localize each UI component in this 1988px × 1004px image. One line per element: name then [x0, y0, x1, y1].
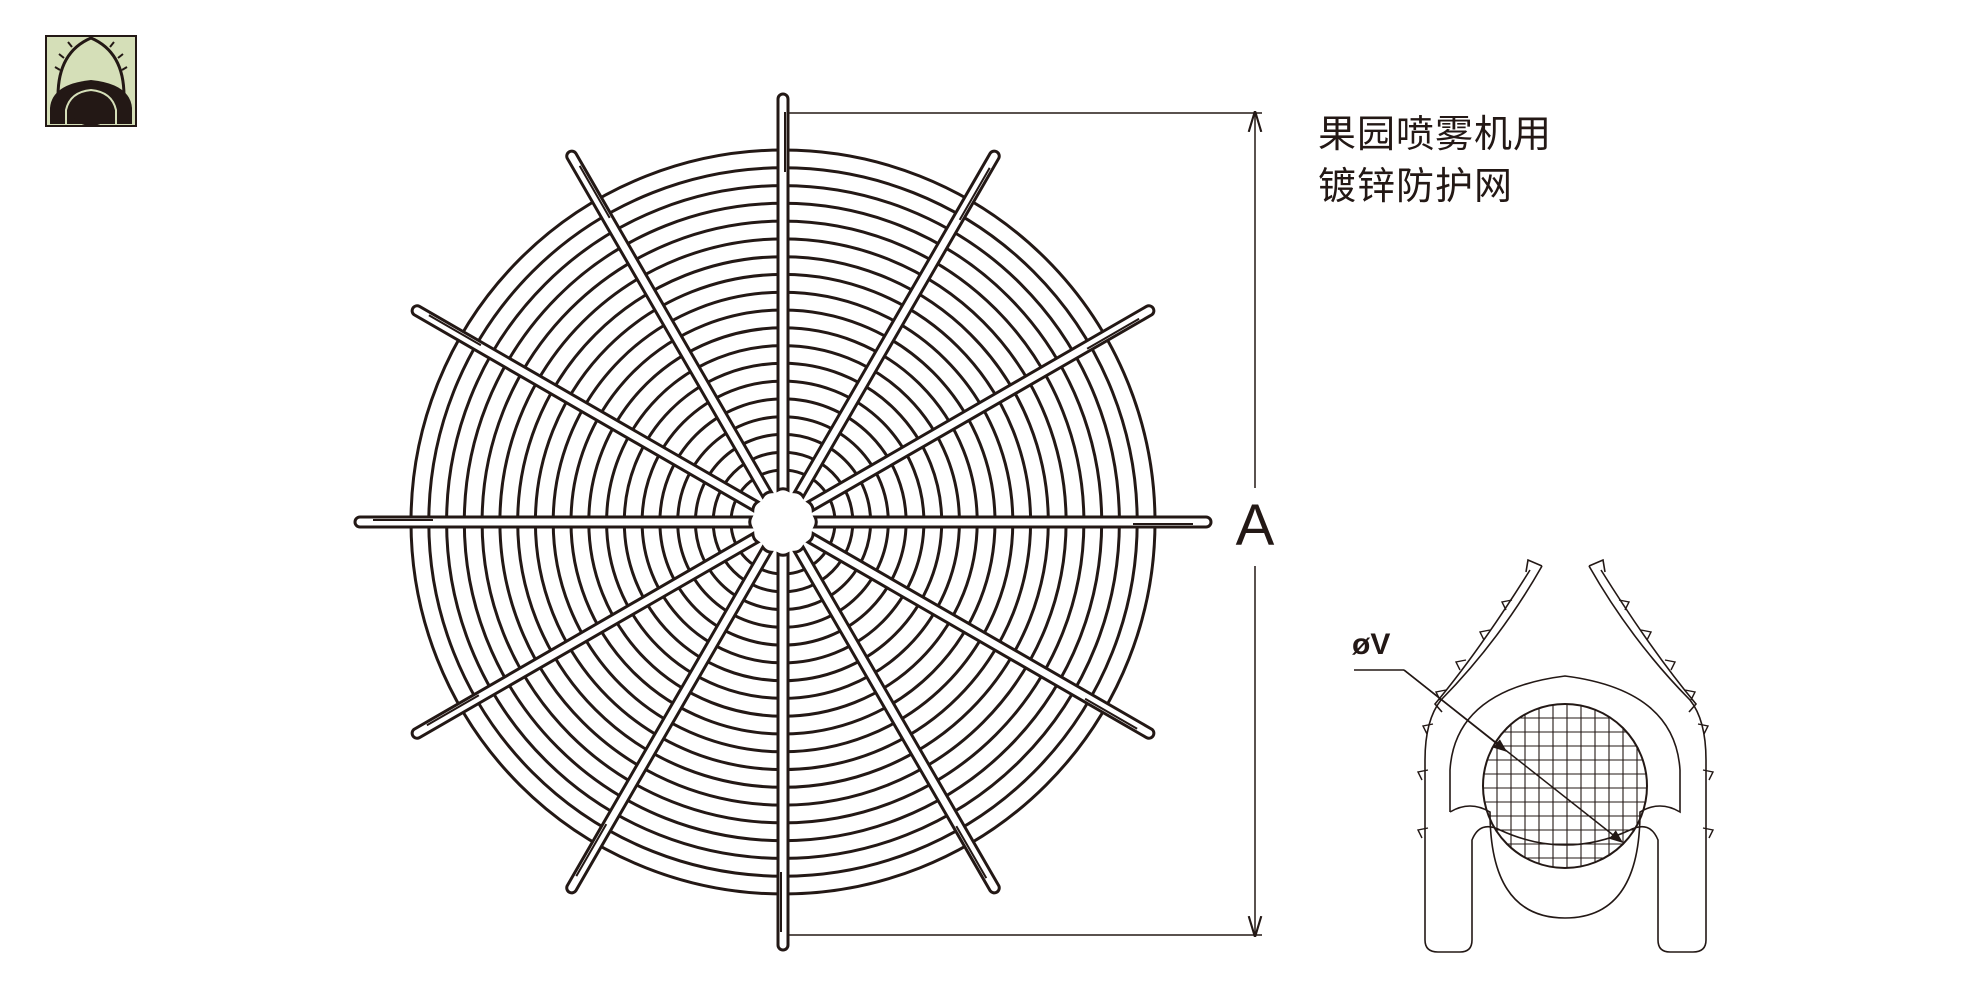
grill-spoke: [353, 515, 754, 529]
fan-guard-grill: [353, 92, 1213, 952]
product-title-line1: 果园喷雾机用: [1318, 112, 1553, 156]
dimension-a: [788, 113, 1262, 935]
grill-spoke: [812, 515, 1213, 529]
grill-spoke-weld: [426, 694, 480, 727]
grill-spoke-weld: [428, 314, 482, 347]
wire-profile-logo-icon: [45, 35, 137, 127]
grill-spoke: [776, 92, 790, 493]
grill-spoke: [565, 149, 774, 500]
wire-profile-section: [1416, 558, 1715, 953]
grill-spoke: [410, 304, 761, 513]
grill-spoke: [792, 149, 1001, 500]
dimension-v: [1354, 669, 1624, 843]
dimension-v-label: øV: [1352, 628, 1390, 661]
grill-spoke-weld: [1086, 317, 1140, 350]
grill-spoke: [776, 551, 790, 952]
grill-spoke: [410, 531, 761, 740]
grill-spoke-weld: [958, 167, 991, 221]
grill-spoke-weld: [955, 825, 988, 879]
product-title-line2: 镀锌防护网: [1318, 164, 1514, 208]
grill-spoke-weld: [575, 823, 608, 877]
grill-spoke: [792, 544, 1001, 895]
grill-spoke: [805, 304, 1156, 513]
grill-spoke-weld: [1084, 697, 1138, 730]
grill-spoke: [565, 544, 774, 895]
dimension-a-label: A: [1236, 493, 1275, 558]
product-title: 果园喷雾机用 镀锌防护网: [1318, 108, 1552, 212]
grill-spoke-weld: [578, 165, 611, 219]
grill-spoke: [805, 531, 1156, 740]
